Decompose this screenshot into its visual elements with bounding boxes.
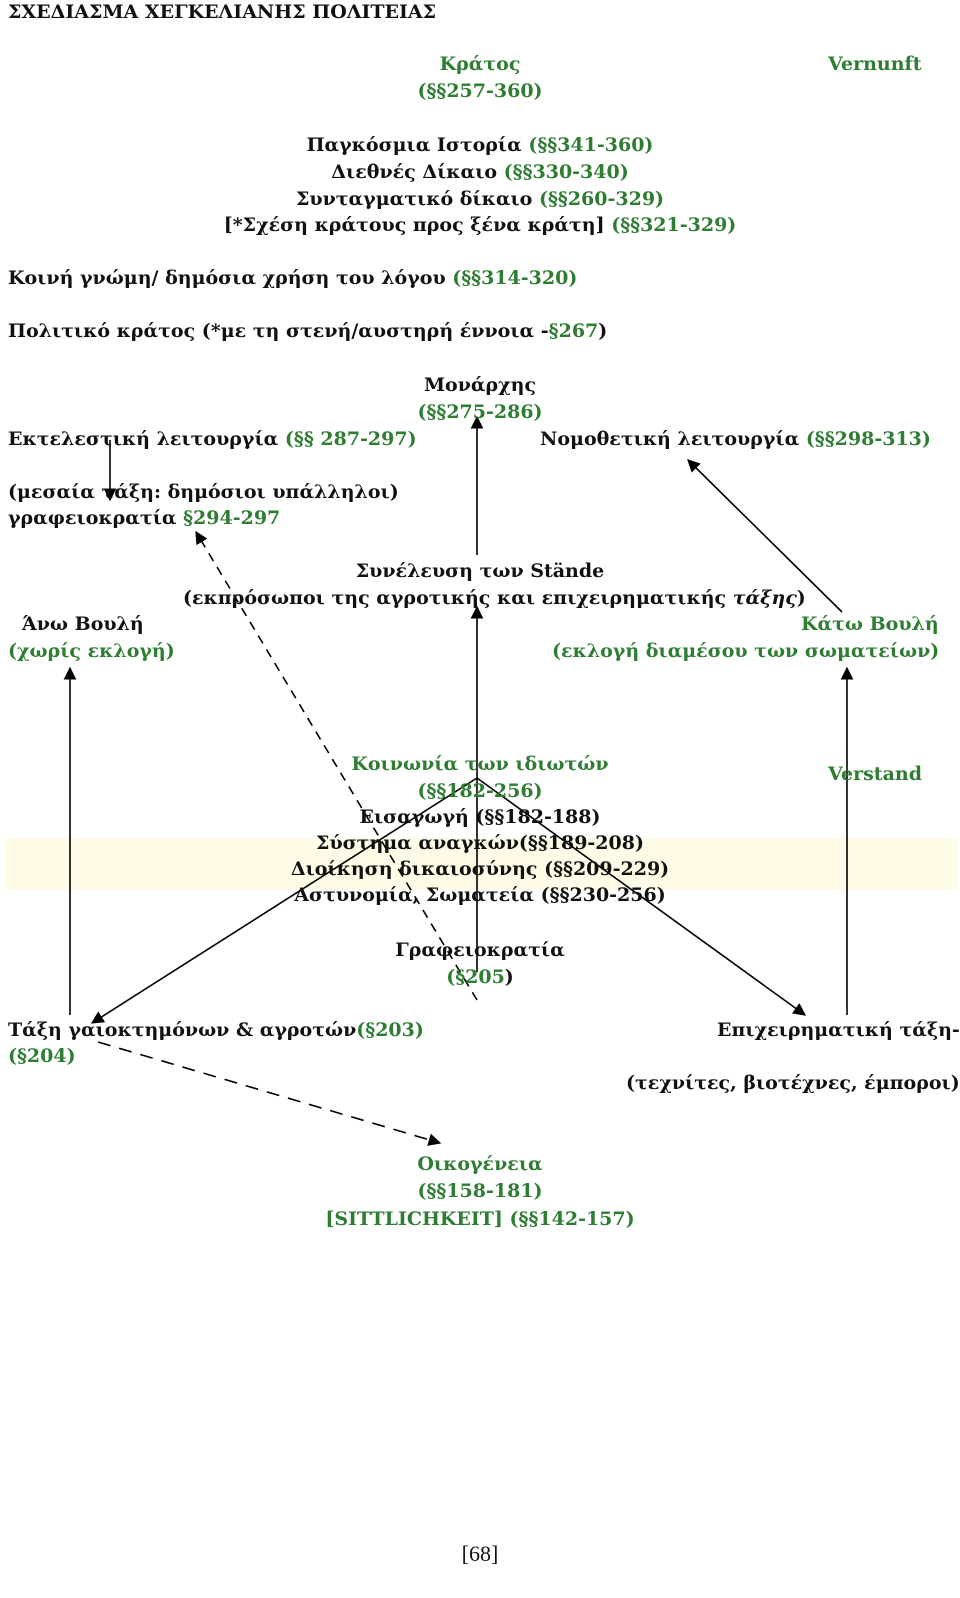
arrow-lower-house-to-legislative xyxy=(687,459,843,613)
family-ref: (§§158-181) xyxy=(417,1180,543,1202)
family-name: Οικογένεια xyxy=(417,1153,543,1175)
page-number: [68] xyxy=(461,1541,499,1566)
executive-function: Εκτελεστική λειτουργία (§§ 287-297) xyxy=(8,428,417,450)
monarch-name: Μονάρχης xyxy=(423,374,537,396)
dashed-arrow-bureaucracy-up xyxy=(195,530,478,1001)
verstand-label: Verstand xyxy=(828,763,922,785)
state-part-foreign-relations: [*Σχέση κράτους προς ξένα κράτη] (§§321-… xyxy=(223,214,737,236)
monarch-ref: (§§275-286) xyxy=(417,401,543,423)
state-part-international-law: Διεθνές Δίκαιο (§§330-340) xyxy=(331,161,629,183)
estates-assembly-title: Συνέλευση των Stände xyxy=(355,560,605,582)
middle-class-line: (μεσαία τάξη: δημόσιοι υπάλληλοι) xyxy=(8,481,399,503)
legislative-function: Νομοθετική λειτουργία (§§298-313) xyxy=(540,428,931,450)
lower-house-note: (εκλογή διαμέσου των σωματείων) xyxy=(552,640,940,662)
arrow-civil-society-to-business xyxy=(476,777,807,1016)
family-sittlichkeit: [SITTLICHKEIT] (§§142-157) xyxy=(325,1208,635,1230)
civil-society-item-introduction: Εισαγωγή (§§182-188) xyxy=(359,806,601,828)
civil-society-item-justice: Διοίκηση δικαιοσύνης (§§209-229) xyxy=(290,858,670,880)
business-class-name: Επιχειρηματική τάξη- xyxy=(717,1019,960,1041)
lower-house-name: Κάτω Βουλή xyxy=(801,613,939,635)
public-opinion: Κοινή γνώμη/ δημόσια χρήση του λόγου (§§… xyxy=(8,267,578,289)
state-name: Κράτος xyxy=(439,53,521,75)
state-part-constitutional-law: Συνταγματικό δίκαιο (§§260-329) xyxy=(295,188,665,210)
dashed-arrow-agrarian-to-family xyxy=(97,1041,442,1146)
bureaucracy-name: Γραφειοκρατία xyxy=(395,939,565,961)
upper-house-name: Άνω Βουλή xyxy=(22,613,144,635)
political-state: Πολιτικό κράτος (*με τη στενή/αυστηρή έν… xyxy=(8,320,608,342)
arrow-civil-society-to-agrarian xyxy=(90,777,478,1024)
business-class-note: (τεχνίτες, βιοτέχνες, έμποροι) xyxy=(626,1072,960,1094)
civil-society-name: Κοινωνία των ιδιωτών xyxy=(351,753,609,775)
estates-assembly-note: (εκπρόσωποι της αγροτικής και επιχειρημα… xyxy=(183,587,806,609)
bureaucracy-ref: (§205) xyxy=(446,966,514,988)
agrarian-class-ref: (§204) xyxy=(8,1045,76,1067)
highlight-band xyxy=(5,838,957,890)
civil-society-item-police: Αστυνομία, Σωματεία (§§230-256) xyxy=(294,884,666,906)
upper-house-note: (χωρίς εκλογή) xyxy=(8,640,175,662)
bureaucracy-line: γραφειοκρατία §294-297 xyxy=(8,507,281,529)
state-sections: (§§257-360) xyxy=(417,80,543,102)
civil-society-ref: (§§182-256) xyxy=(417,780,543,802)
vernunft-label: Vernunft xyxy=(828,53,922,75)
civil-society-item-needs: Σύστημα αναγκών(§§189-208) xyxy=(316,832,644,854)
agrarian-class: Τάξη γαιοκτημόνων & αγροτών(§203) xyxy=(8,1019,424,1041)
state-part-world-history: Παγκόσμια Ιστορία (§§341-360) xyxy=(306,134,654,156)
page-title: ΣΧΕΔΙΑΣΜΑ ΧΕΓΚΕΛΙΑΝΗΣ ΠΟΛΙΤΕΙΑΣ xyxy=(8,1,437,23)
